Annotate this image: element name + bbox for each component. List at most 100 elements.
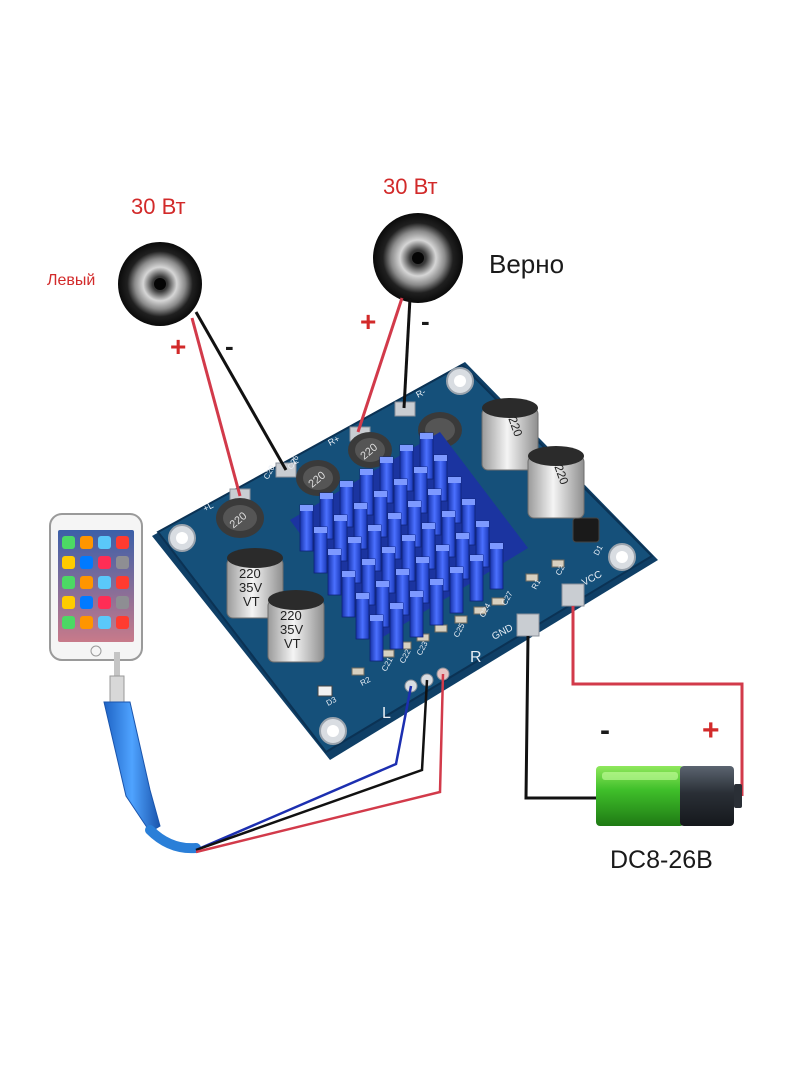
heatsink-icon [290, 432, 528, 662]
heatsink-fin-top [368, 525, 381, 531]
heatsink-fin-top [450, 567, 463, 573]
battery-green-segment [596, 766, 684, 826]
battery-dark-segment [680, 766, 734, 826]
heatsink-fin-top [380, 457, 393, 463]
heatsink-fin-top [476, 521, 489, 527]
heatsink-fin-top [376, 581, 389, 587]
heatsink-fin-top [422, 523, 435, 529]
heatsink-fin [327, 548, 342, 596]
app-icon [98, 616, 111, 629]
app-icon [116, 616, 129, 629]
pad-gnd [516, 613, 540, 637]
right-channel-label: Верно [489, 249, 565, 279]
heatsink-fin-top [408, 501, 421, 507]
svg-text:VT: VT [243, 594, 260, 609]
wire-left-plus [190, 317, 242, 497]
heatsink-fin-top [356, 593, 369, 599]
heatsink-fin [409, 590, 424, 638]
app-icon [80, 616, 93, 629]
heatsink-fin-top [340, 481, 353, 487]
heatsink-fin-top [370, 615, 383, 621]
heatsink-fin-top [420, 433, 433, 439]
app-icon [116, 576, 129, 589]
svg-text:220: 220 [551, 463, 571, 487]
heatsink-fin-top [416, 557, 429, 563]
diode-d1 [572, 517, 600, 543]
app-icon [98, 556, 111, 569]
svg-text:R1: R1 [530, 577, 543, 591]
app-icon [80, 596, 93, 609]
led-d3 [317, 685, 333, 697]
smd-components [351, 559, 565, 676]
heatsink-fin-top [436, 545, 449, 551]
heatsink-fin [313, 526, 328, 574]
heatsink-fin [489, 542, 504, 590]
svg-text:C2: C2 [554, 563, 567, 577]
term-left-minus-label: -L [288, 455, 300, 468]
app-icon [98, 536, 111, 549]
pad-vcc [561, 583, 585, 607]
heatsink-fin [389, 602, 404, 650]
wire-right-minus [402, 297, 412, 409]
heatsink-fin-top [314, 527, 327, 533]
heatsink-fin [299, 504, 314, 552]
heatsink-fin-top [470, 555, 483, 561]
app-icon [80, 536, 93, 549]
heatsink-fin-top [442, 511, 455, 517]
heatsink-fin-top [394, 479, 407, 485]
wire-right-plus [356, 297, 404, 433]
wire-left-minus [194, 311, 288, 471]
heatsink-fin [341, 570, 356, 618]
mounting-holes [168, 367, 636, 745]
left-minus-sign: - [225, 331, 234, 361]
heatsink-fin-top [388, 513, 401, 519]
term-left-plus-label: +L [201, 500, 215, 514]
app-icon [62, 536, 75, 549]
svg-text:220: 220 [239, 566, 261, 581]
wire-vcc [571, 606, 744, 796]
left-plus-sign: + [170, 331, 187, 362]
heatsink-fin-top [402, 535, 415, 541]
term-right-minus-label: R- [414, 386, 427, 399]
heatsink-fin-top [374, 491, 387, 497]
heatsink-fin-top [354, 503, 367, 509]
svg-text:D1: D1 [592, 543, 605, 557]
svg-text:D3: D3 [325, 695, 339, 708]
heatsink-fin-top [400, 445, 413, 451]
app-icon [80, 556, 93, 569]
heatsink-fin-top [490, 543, 503, 549]
heatsink-fin-top [362, 559, 375, 565]
right-plus-sign: + [360, 306, 377, 337]
power-wires [524, 606, 744, 800]
app-icon [98, 596, 111, 609]
audio-cable [145, 825, 201, 854]
heatsink-fin [449, 566, 464, 614]
supply-voltage-label: DC8-26B [610, 846, 713, 874]
heatsink-fin-top [428, 489, 441, 495]
svg-text:220: 220 [505, 415, 525, 439]
heatsink-fin-top [342, 571, 355, 577]
app-icon [116, 556, 129, 569]
capacitor-icon: 220 35V VT 220 35V VT 220 220 [226, 398, 585, 663]
app-icon [98, 576, 111, 589]
heatsink-fin-top [456, 533, 469, 539]
heatsink-fin-top [382, 547, 395, 553]
pad-l-label: L [382, 705, 391, 722]
left-power-label: 30 Вт [131, 194, 186, 219]
heatsink-fin-top [390, 603, 403, 609]
svg-text:VT: VT [284, 636, 301, 651]
speaker-icon [118, 213, 463, 326]
heatsink-fin-top [410, 591, 423, 597]
heatsink-fin-top [414, 467, 427, 473]
battery-minus-sign: - [600, 714, 610, 747]
heatsink-fin [429, 578, 444, 626]
audio-jack-icon [103, 652, 201, 854]
battery-terminal [734, 784, 742, 808]
app-icon [62, 576, 75, 589]
app-icon [116, 596, 129, 609]
wire-gnd [524, 635, 596, 800]
heatsink-fin-top [348, 537, 361, 543]
svg-text:R2: R2 [359, 675, 373, 688]
battery-icon [596, 766, 742, 826]
